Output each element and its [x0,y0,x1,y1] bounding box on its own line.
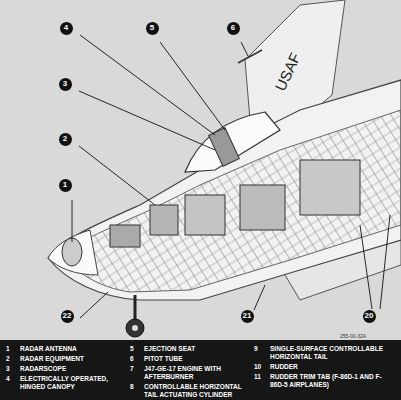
legend-text: EJECTION SEAT [144,345,249,353]
callout-circle: 4 [59,21,74,36]
legend-number: 6 [130,355,142,363]
legend-number: 4 [6,375,18,383]
callout-number: 1 [63,181,67,189]
legend-number: 2 [6,355,18,363]
callout-circle: 2 [58,132,73,147]
callout-circle: 5 [145,21,160,36]
legend-text: ELECTRICALLY OPERATED, HINGED CANOPY [20,375,125,391]
legend-text: RADARSCOPE [20,365,125,373]
legend-text: J47-GE-17 ENGINE WITH AFTERBURNER [144,365,249,381]
callout-number: 2 [63,135,67,143]
callout-number: 3 [63,80,67,88]
callout-number: 20 [365,312,374,320]
legend-number: 11 [254,373,268,381]
callout-number: 22 [63,312,72,320]
legend-text: RADAR EQUIPMENT [20,355,125,363]
callout-number: 5 [150,24,154,32]
callout-circle: 21 [240,309,255,324]
legend-text: PITOT TUBE [144,355,249,363]
legend-number: 7 [130,365,142,373]
callout-circle: 20 [362,309,377,324]
legend-text: RUDDER TRIM TAB (F-86D-1 AND F-86D-5 AIR… [270,373,395,389]
legend-number: 10 [254,363,268,371]
legend-text: CONTROLLABLE HORIZONTAL TAIL ACTUATING C… [144,383,249,399]
callout-number: 21 [243,312,252,320]
callout-number: 4 [64,24,68,32]
callout-circle: 22 [60,309,75,324]
legend-number: 3 [6,365,18,373]
legend-number: 8 [130,383,142,391]
legend-number: 5 [130,345,142,353]
legend-text: SINGLE-SURFACE CONTROLLABLE HORIZONTAL T… [270,345,395,361]
callout-circle: 1 [58,178,73,193]
callout-number: 6 [231,24,235,32]
callout-circle: 6 [226,21,241,36]
legend-number: 1 [6,345,18,353]
callout-circle: 3 [58,77,73,92]
drawing-code: 255-00-32A [340,332,400,340]
legend-text: RADAR ANTENNA [20,345,125,353]
legend-number: 9 [254,345,268,353]
legend-text: RUDDER [270,363,395,371]
